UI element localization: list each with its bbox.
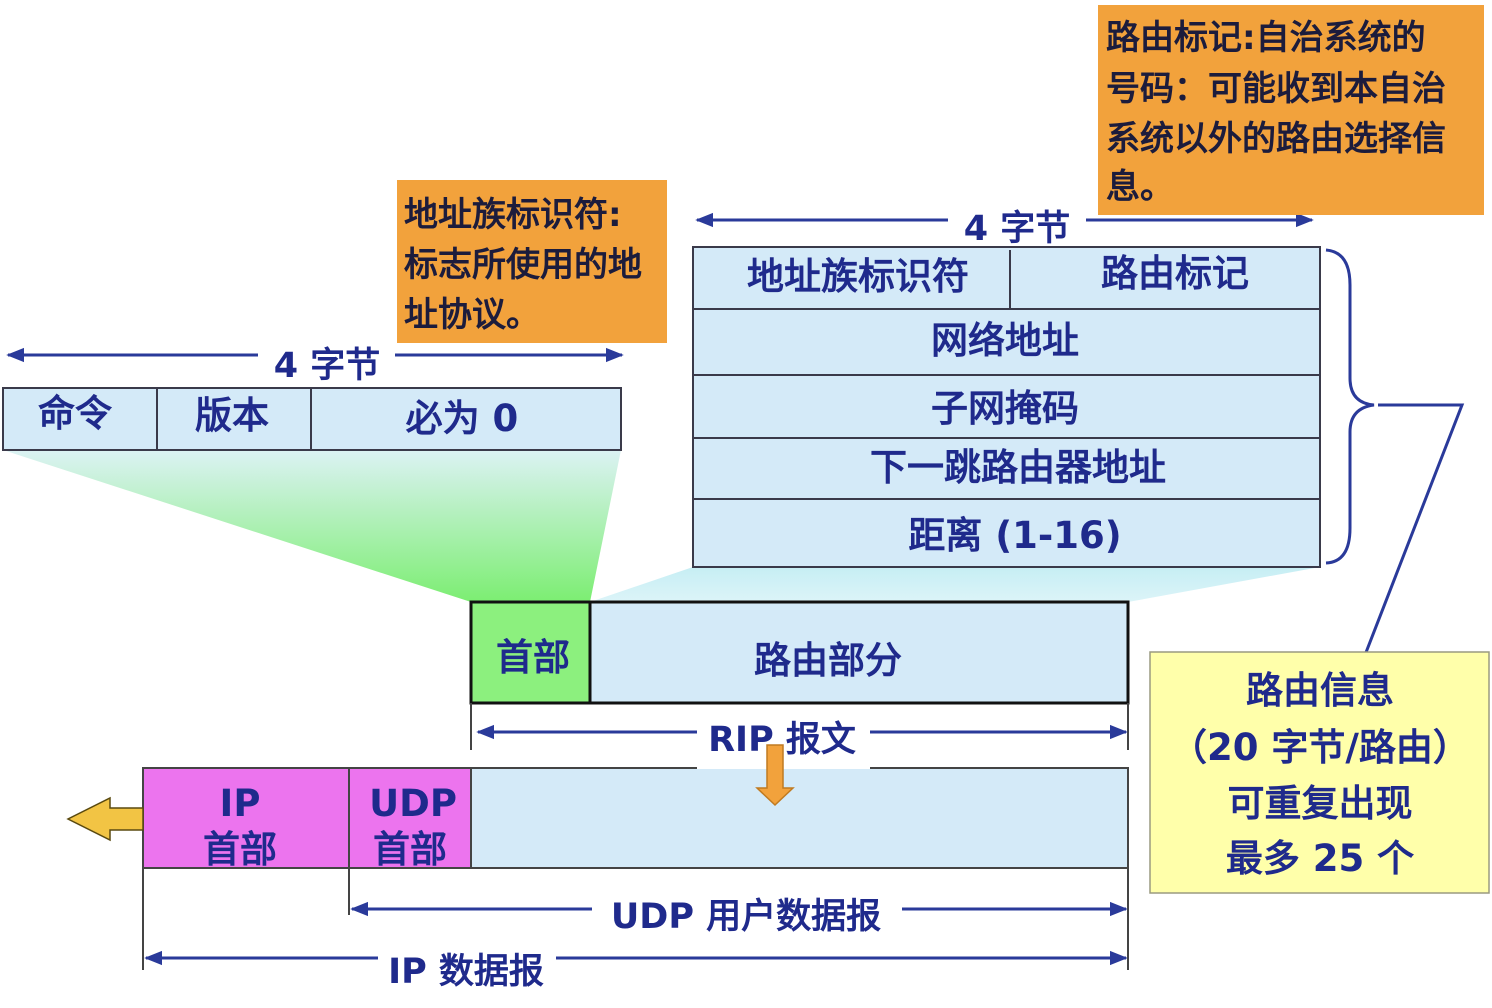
field-network-address: 网络地址 [931,319,1079,362]
rip-message-box: 首部 路由部分 [469,600,1130,705]
route-info-line1: 路由信息 [1246,669,1394,712]
route-info-line2: （20 字节/路由） [1170,726,1470,769]
route-entry-brace [1325,248,1375,565]
header-width-label: 4 字节 [274,346,381,386]
address-family-note: 地址族标识符: 标志所使用的地 址协议。 [397,180,667,343]
header-expansion-shade [3,450,621,602]
brace-connector-line [1363,403,1465,656]
address-family-note-line3: 址协议。 [404,295,540,335]
route-expansion-shade [590,567,1320,602]
route-info-line4: 最多 25 个 [1226,837,1414,880]
ip-header-line2: 首部 [203,828,277,871]
route-entry-table: 地址族标识符 路由标记 网络地址 子网掩码 下一跳路由器地址 距离 (1-16) [692,246,1321,568]
route-tag-note: 路由标记:自治系统的 号码：可能收到本自治 系统以外的路由选择信 息。 [1098,5,1484,215]
field-distance: 距离 (1-16) [908,514,1121,557]
field-address-family: 地址族标识符 [747,255,969,298]
field-route-tag: 路由标记 [1101,252,1249,295]
udp-header-line2: 首部 [373,828,447,871]
field-subnet-mask: 子网掩码 [931,387,1079,430]
udp-span-label: UDP 用户数据报 [611,897,881,937]
rip-header-cell: 首部 [496,636,570,679]
route-tag-note-line1: 路由标记:自治系统的 [1106,18,1426,58]
field-must-be-zero: 必为 0 [406,397,519,440]
route-info-line3: 可重复出现 [1228,782,1413,825]
ip-header-line1: IP [220,782,261,825]
route-tag-note-line3: 系统以外的路由选择信 [1106,119,1446,159]
route-tag-note-line2: 号码：可能收到本自治 [1106,69,1446,109]
field-version: 版本 [195,394,269,437]
field-command: 命令 [38,392,113,435]
route-tag-note-line4: 息。 [1106,167,1174,207]
address-family-note-line1: 地址族标识符: [404,195,622,235]
ip-udp-encapsulation-bar: IP 首部 UDP 首部 [142,767,1129,871]
down-arrow-icon [755,744,795,807]
field-next-hop: 下一跳路由器地址 [870,446,1166,489]
rip-header-row: 命令 版本 必为 0 [2,387,622,451]
rip-routes-cell: 路由部分 [754,639,902,682]
udp-header-line1: UDP [369,782,457,825]
left-arrow-icon [66,796,144,842]
route-info-note: 路由信息 （20 字节/路由） 可重复出现 最多 25 个 [1149,651,1490,894]
address-family-note-line2: 标志所使用的地 [404,245,642,285]
ip-span-label: IP 数据报 [388,952,544,992]
route-entry-width-label: 4 字节 [964,209,1071,249]
